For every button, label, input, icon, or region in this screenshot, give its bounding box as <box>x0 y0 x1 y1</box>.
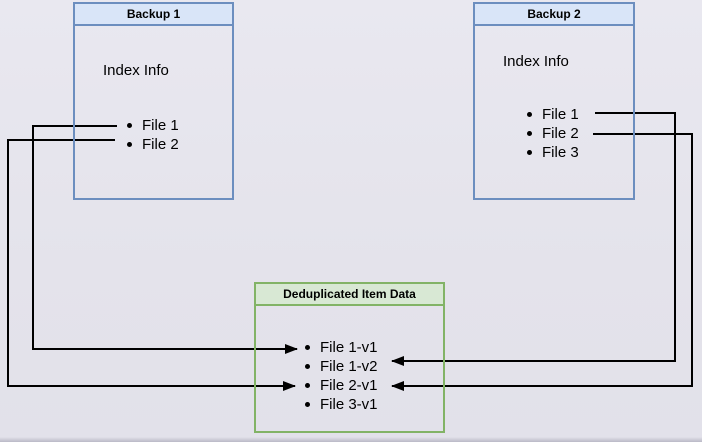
backup2-file-3: File 3 <box>527 143 579 162</box>
backup2-file-1: File 1 <box>527 105 579 124</box>
backup1-file-list: File 1 File 2 <box>127 116 179 154</box>
window-bottom-edge <box>0 437 702 442</box>
deduplicated-item-data-box: Deduplicated Item Data File 1-v1 File 1-… <box>254 282 445 433</box>
backup2-index-info-label: Index Info <box>503 53 569 70</box>
backup1-title: Backup 1 <box>75 4 232 26</box>
backup2-title: Backup 2 <box>475 4 633 26</box>
deduplicated-item-data-title: Deduplicated Item Data <box>256 284 443 306</box>
backup1-file-2: File 2 <box>127 135 179 154</box>
backup2-file-2: File 2 <box>527 124 579 143</box>
dedup-file-1-v1: File 1-v1 <box>305 338 378 357</box>
backup1-box: Backup 1 Index Info File 1 File 2 <box>73 2 234 200</box>
backup1-file-1: File 1 <box>127 116 179 135</box>
backup1-index-info-label: Index Info <box>103 62 169 79</box>
dedup-file-1-v2: File 1-v2 <box>305 357 378 376</box>
dedup-file-3-v1: File 3-v1 <box>305 395 378 414</box>
backup2-box: Backup 2 Index Info File 1 File 2 File 3 <box>473 2 635 200</box>
dedup-file-list: File 1-v1 File 1-v2 File 2-v1 File 3-v1 <box>305 338 378 414</box>
backup2-file-list: File 1 File 2 File 3 <box>527 105 579 162</box>
dedup-file-2-v1: File 2-v1 <box>305 376 378 395</box>
